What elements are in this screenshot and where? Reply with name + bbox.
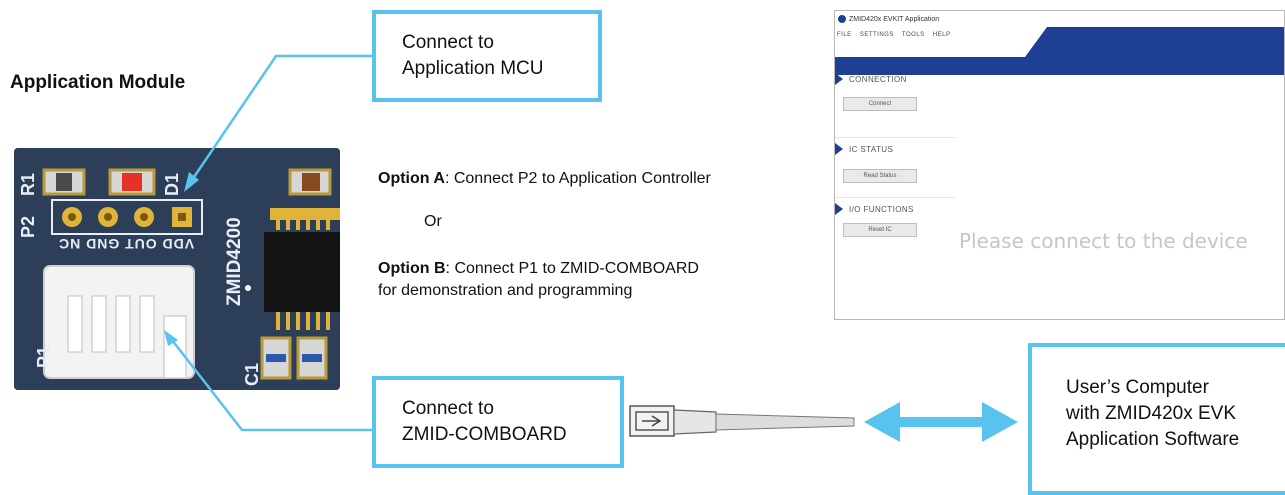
app-logo-icon bbox=[838, 15, 846, 23]
evk-application-window: ZMID420x EVKIT Application FILE SETTINGS… bbox=[834, 10, 1285, 320]
option-a-text: Option A: Connect P2 to Application Cont… bbox=[378, 168, 711, 190]
leader-arrowhead-mcu bbox=[184, 172, 199, 192]
option-b-desc-2: for demonstration and programming bbox=[378, 282, 633, 299]
or-text: Or bbox=[424, 213, 442, 230]
section-arrow-icon bbox=[835, 73, 843, 85]
bidirectional-arrow bbox=[864, 402, 1018, 442]
usb-cable bbox=[629, 405, 855, 437]
section-divider bbox=[835, 197, 955, 198]
callout-line: User’s Computer bbox=[1066, 377, 1209, 398]
section-io-functions-title: I/O FUNCTIONS bbox=[849, 205, 914, 214]
option-b-desc: : Connect P1 to ZMID-COMBOARD bbox=[445, 260, 699, 277]
section-arrow-icon bbox=[835, 143, 843, 155]
callout-comboboard: Connect to ZMID-COMBOARD bbox=[372, 376, 624, 468]
option-a-label: Option A bbox=[378, 170, 445, 187]
leader-arrowhead-comboboard bbox=[164, 330, 178, 346]
menu-tools[interactable]: TOOLS bbox=[901, 32, 925, 38]
callout-line: Connect to bbox=[402, 398, 494, 419]
callout-line: Application MCU bbox=[402, 58, 544, 79]
option-a-desc: : Connect P2 to Application Controller bbox=[444, 170, 711, 187]
section-ic-status-title: IC STATUS bbox=[849, 145, 894, 154]
callout-users-computer: User’s Computer with ZMID420x EVK Applic… bbox=[1028, 343, 1285, 495]
callout-line: Application Software bbox=[1066, 429, 1240, 450]
section-divider bbox=[835, 137, 955, 138]
menu-settings[interactable]: SETTINGS bbox=[859, 32, 894, 38]
app-title: ZMID420x EVKIT Application bbox=[849, 16, 940, 23]
app-menu-bar: FILE SETTINGS TOOLS HELP bbox=[837, 32, 957, 38]
option-b-text: Option B: Connect P1 to ZMID-COMBOARD for… bbox=[378, 258, 818, 302]
section-connection-title: CONNECTION bbox=[849, 75, 907, 84]
callout-application-mcu: Connect to Application MCU bbox=[372, 10, 602, 102]
app-header-banner bbox=[835, 27, 1284, 75]
menu-help[interactable]: HELP bbox=[932, 32, 951, 38]
connect-button[interactable]: Connect bbox=[843, 97, 917, 111]
callout-line: Connect to bbox=[402, 32, 494, 53]
section-arrow-icon bbox=[835, 203, 843, 215]
callout-line: ZMID-COMBOARD bbox=[402, 424, 567, 445]
callout-line: with ZMID420x EVK bbox=[1066, 403, 1236, 424]
pcb-drawing bbox=[14, 148, 340, 390]
module-title: Application Module bbox=[10, 72, 186, 93]
leader-line-mcu bbox=[190, 54, 372, 181]
application-module-board: R1 D1 P2 VDD OUT GND NC ZMID4200 P1 C1 bbox=[14, 148, 340, 390]
connect-placeholder-text: Please connect to the device bbox=[959, 229, 1248, 253]
leader-line-comboboard bbox=[171, 339, 372, 432]
option-b-label: Option B bbox=[378, 260, 446, 277]
read-status-button[interactable]: Read Status bbox=[843, 169, 917, 183]
menu-file[interactable]: FILE bbox=[837, 32, 852, 38]
reset-ic-button[interactable]: Reset IC bbox=[843, 223, 917, 237]
